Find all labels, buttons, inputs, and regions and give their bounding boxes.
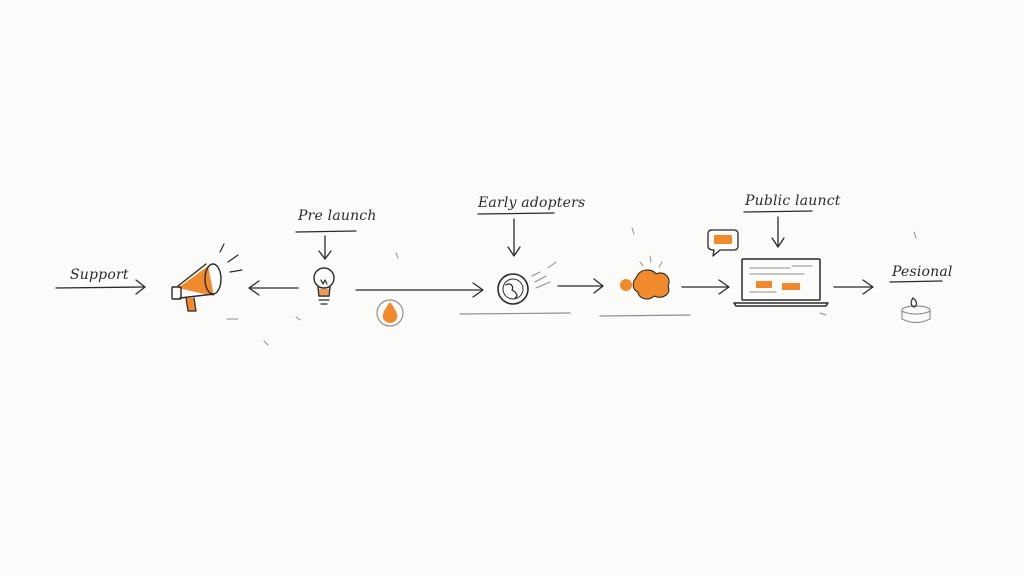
arrow-to-burst [557, 278, 604, 294]
chat-bubble-icon [707, 229, 739, 257]
arrow-to-early-adopters [355, 282, 484, 298]
pre-launch-down-arrow [295, 230, 357, 260]
drop-icon [376, 299, 404, 327]
burst-icon [620, 227, 670, 300]
globe-icon [497, 261, 557, 305]
stage-label-pre-launch: Pre launch [298, 208, 377, 224]
decorative-dots [226, 231, 917, 346]
megaphone-icon [171, 243, 243, 312]
laptop-icon [733, 258, 829, 307]
stage-label-early-adopters: Early adopters [478, 195, 586, 211]
personal-underline [889, 280, 943, 283]
stage-label-public-launch: Public launct [745, 193, 841, 209]
stage-label-personal: Pesional [892, 264, 953, 280]
stage-label-support: Support [70, 267, 129, 283]
lightbulb-icon [313, 267, 335, 305]
arrow-to-laptop [681, 279, 730, 295]
arrow-left-to-megaphone [248, 280, 299, 296]
arrow-to-personal [833, 279, 874, 295]
early-adopters-baseline [459, 312, 571, 315]
support-underline [55, 279, 146, 295]
public-launch-down-arrow [743, 210, 813, 248]
burst-baseline [599, 314, 691, 317]
early-adopters-down-arrow [477, 212, 555, 257]
candle-icon [901, 297, 931, 324]
